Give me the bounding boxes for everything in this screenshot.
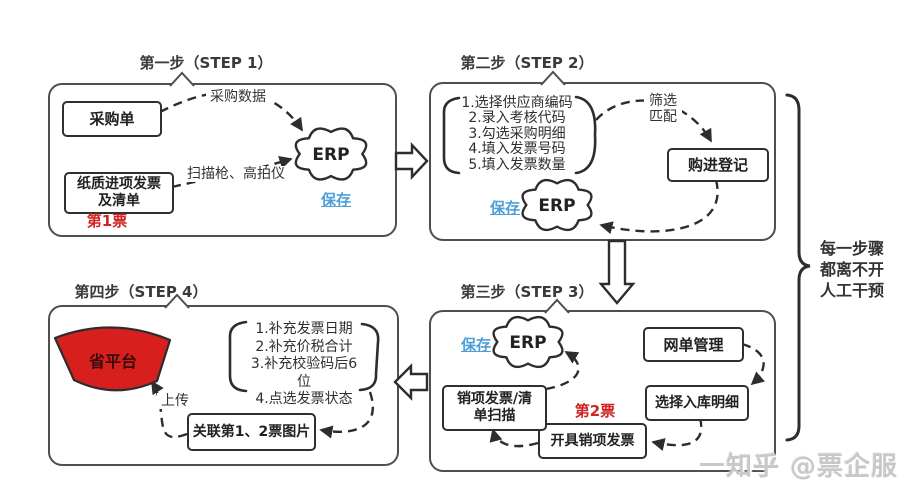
province-platform-label: 省平台 <box>88 352 137 371</box>
output-invoice-line2: 单扫描 <box>473 408 516 424</box>
paper-invoice-node: 纸质进项发票 及清单 <box>64 172 174 214</box>
arrow-register-to-erp <box>599 179 719 235</box>
step3-title: 第三步（STEP 3） <box>460 283 594 301</box>
annotation-line: 每一步骤 <box>820 239 885 258</box>
link-images-label: 关联第1、2票图片 <box>192 424 311 440</box>
step2-checklist-item: 5.填入发票数量 <box>468 156 566 173</box>
annotation-brace <box>785 93 811 442</box>
arrow-checklist-to-link <box>319 391 374 439</box>
purchase-order-node: 采购单 <box>62 101 162 137</box>
purchase-register-label: 购进登记 <box>687 156 748 174</box>
watermark: 知乎 @票企服 <box>700 446 898 483</box>
output-invoice-scan-node: 销项发票/清 单扫描 <box>442 385 547 431</box>
step2-checklist-item: 1.选择供应商编码 <box>461 95 573 111</box>
province-platform-shape <box>53 326 172 392</box>
purchase-data-arrow-label: 采购数据 <box>206 89 270 105</box>
erp-label-step1: ERP <box>312 145 350 165</box>
step2-checklist-item: 4.填入发票号码 <box>468 141 566 158</box>
step2-bracket-left <box>442 96 461 175</box>
erp-label-step3: ERP <box>509 333 547 353</box>
scanner-arrow-label: 扫描枪、高拍仪 <box>185 166 287 182</box>
ticket2-note: 第2票 <box>574 402 616 420</box>
erp-cloud-step2 <box>521 178 593 232</box>
annotation-line: 人工干预 <box>820 281 885 300</box>
net-order-label: 网单管理 <box>663 335 724 354</box>
erp-cloud-step1 <box>294 127 368 181</box>
step4-checklist: 1.补充发票日期 2.补充价税合计 3.补充校验码后6位 4.点选发票状态 <box>244 321 364 409</box>
step4-checklist-item: 4.点选发票状态 <box>255 391 353 407</box>
step2-checklist: 1.选择供应商编码 2.录入考核代码 3.勾选采购明细 4.填入发票号码 5.填… <box>460 95 574 173</box>
step1-title: 第一步（STEP 1） <box>139 54 273 72</box>
issue-invoice-label: 开具销项发票 <box>550 433 635 449</box>
link-images-node: 关联第1、2票图片 <box>187 413 316 451</box>
annotation-line: 都离不开 <box>820 260 885 279</box>
step2-checklist-item: 2.录入考核代码 <box>468 110 566 127</box>
select-inbound-node: 选择入库明细 <box>645 385 749 421</box>
step3-to-step4-arrow <box>393 363 429 401</box>
step4-checklist-item: 1.补充发票日期 <box>255 321 353 337</box>
arrow-issue-to-scan <box>489 428 539 448</box>
step2-bracket-right <box>574 95 597 175</box>
watermark-text: 知乎 @票企服 <box>726 452 899 482</box>
arrow-scan-to-erp <box>545 350 580 391</box>
step2-to-step3-arrow <box>598 239 636 305</box>
step1-title-notch <box>169 71 195 87</box>
step2-title-notch <box>540 70 566 86</box>
step2-title: 第二步（STEP 2） <box>460 54 594 72</box>
upload-arrow-label: 上传 <box>157 393 193 409</box>
erp-cloud-step3 <box>492 315 564 369</box>
save-label-step3: 保存 <box>460 336 491 354</box>
step2-checklist-item: 3.勾选采购明细 <box>468 125 566 142</box>
step4-title: 第四步（STEP 4） <box>74 283 208 301</box>
match-line: 匹配 <box>649 109 677 125</box>
erp-label-step2: ERP <box>538 196 576 216</box>
select-inbound-label: 选择入库明细 <box>655 395 739 411</box>
save-label-step1: 保存 <box>320 191 351 209</box>
arrow-link-to-platform <box>150 380 188 439</box>
purchase-order-label: 采购单 <box>89 110 135 128</box>
step4-checklist-item: 3.补充校验码后6位 <box>250 356 358 390</box>
issue-invoice-node: 开具销项发票 <box>538 423 647 459</box>
save-label-step2: 保存 <box>489 199 520 217</box>
arrow-inbound-to-issue <box>651 417 703 451</box>
step4-bracket-left <box>228 320 248 393</box>
ticket1-note: 第1票 <box>86 212 128 230</box>
step4-checklist-item: 2.补充价税合计 <box>255 338 353 355</box>
step4-bracket-right <box>358 322 380 392</box>
paper-invoice-line2: 及清单 <box>98 193 140 209</box>
filter-line: 筛选 <box>649 93 677 109</box>
annotation-text: 每一步骤 都离不开 人工干预 <box>820 238 896 301</box>
watermark-dash <box>700 463 724 466</box>
purchase-register-node: 购进登记 <box>667 148 769 182</box>
arrow-netorder-to-inbound <box>741 342 765 386</box>
step4-title-notch <box>164 293 190 309</box>
step1-to-step2-arrow <box>394 141 429 181</box>
output-invoice-line1: 销项发票/清 <box>456 391 533 407</box>
net-order-node: 网单管理 <box>643 327 744 362</box>
filter-match-arrow-label: 筛选 匹配 <box>644 93 682 125</box>
step3-title-notch <box>544 298 570 314</box>
paper-invoice-line1: 纸质进项发票 <box>77 176 161 192</box>
